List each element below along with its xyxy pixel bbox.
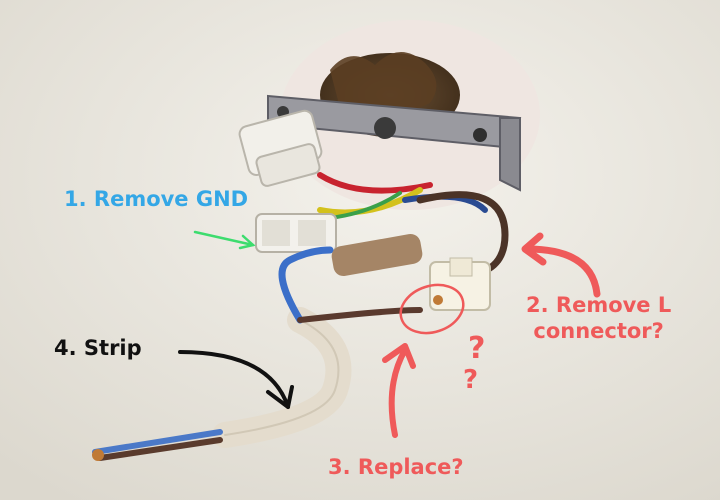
insulation-sleeve: [331, 233, 423, 277]
strip-label: 4. Strip: [54, 336, 142, 360]
remove-l-line2: connector?: [533, 319, 664, 343]
mounting-bracket: [267, 94, 522, 192]
splice-circle: [399, 283, 465, 335]
remove-l-arrow: [521, 232, 601, 298]
replace-label: 3. Replace?: [328, 455, 464, 479]
remove-l-connector-label: 2. Remove L connector?: [526, 292, 671, 344]
question-mark-upper: ?: [468, 331, 486, 366]
hole-debris: [330, 51, 437, 115]
remove-l-line1: 2. Remove L: [526, 293, 672, 317]
remove-gnd-label: 1. Remove GND: [64, 187, 249, 211]
main-cable: [92, 246, 423, 461]
upper-terminal-block: [238, 109, 323, 187]
gnd-arrow: [193, 230, 256, 250]
strip-arrow: [178, 350, 294, 409]
gnd-terminal-block: [255, 213, 337, 253]
replace-arrow: [382, 343, 416, 438]
question-mark-lower: ?: [463, 365, 479, 395]
